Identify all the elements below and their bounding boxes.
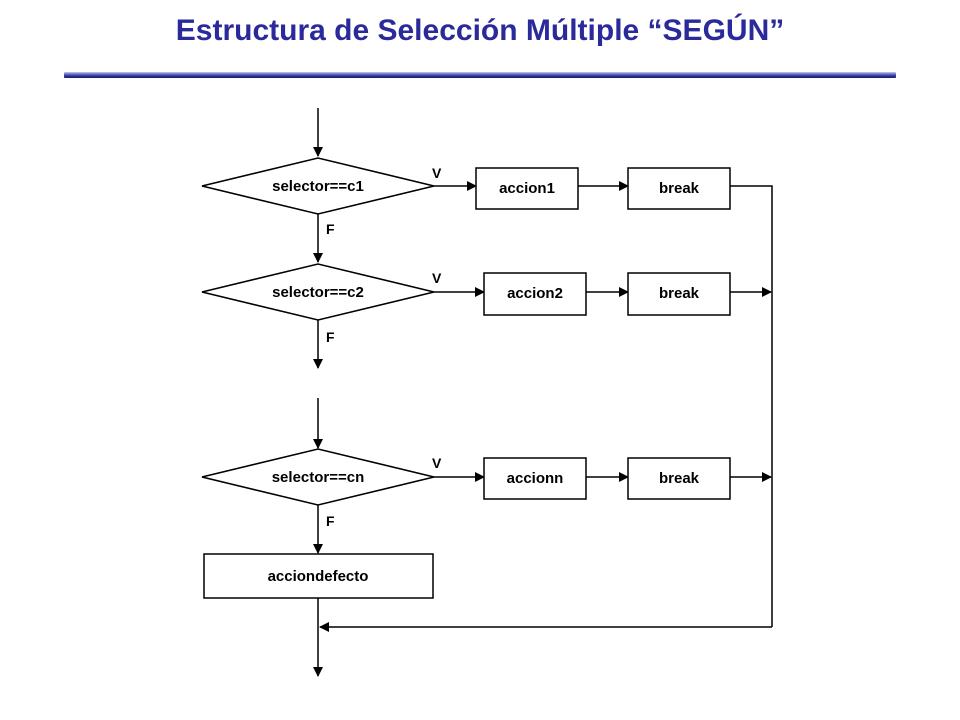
- decision-label: selector==c1: [272, 178, 364, 195]
- true-label: V: [432, 165, 442, 181]
- decision-label: selector==c2: [272, 284, 364, 301]
- title-divider: [64, 72, 896, 78]
- break-box: [627, 167, 731, 210]
- break-box: [627, 457, 731, 500]
- decision-2: selector==c2: [201, 263, 435, 321]
- false-label: F: [326, 513, 335, 529]
- decision-n: selector==cn: [201, 448, 435, 506]
- true-label: V: [432, 455, 442, 471]
- action-label: accion2: [507, 285, 563, 302]
- break-label: break: [659, 180, 700, 197]
- break-label: break: [659, 470, 700, 487]
- decision-1: selector==c1: [201, 157, 435, 215]
- action-label: accion1: [499, 180, 555, 197]
- false-label: F: [326, 221, 335, 237]
- action-box: [483, 272, 587, 316]
- action-box: [475, 167, 579, 210]
- false-label: F: [326, 329, 335, 345]
- break-exit-line: [730, 185, 773, 627]
- break-box: [627, 272, 731, 316]
- action-label: accionn: [507, 470, 564, 487]
- default-action-box: [203, 553, 434, 599]
- action-box: [483, 457, 587, 500]
- break-label: break: [659, 285, 700, 302]
- decision-label: selector==cn: [272, 469, 365, 486]
- slide-title: Estructura de Selección Múltiple “SEGÚN”: [175, 14, 785, 47]
- default-action-label: acciondefecto: [268, 568, 369, 585]
- true-label: V: [432, 270, 442, 286]
